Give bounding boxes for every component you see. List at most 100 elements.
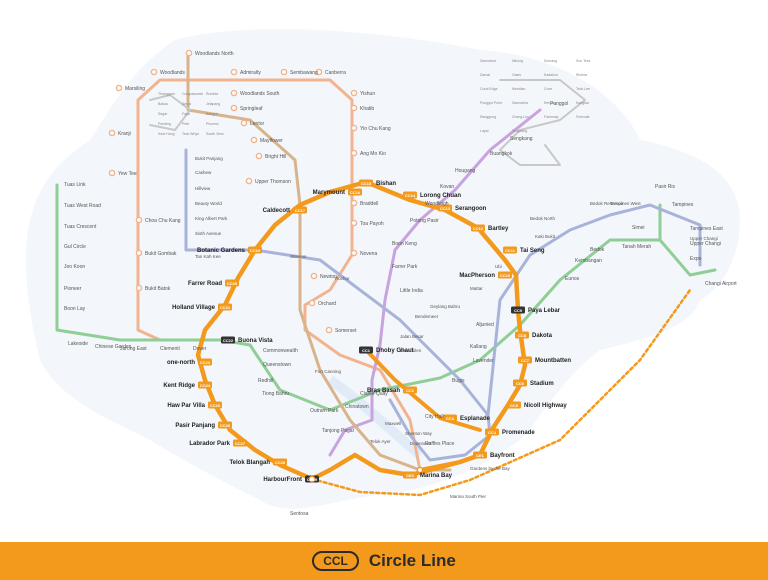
interchange-label-0: City Hall (425, 414, 444, 420)
ns-station-23 (240, 119, 248, 127)
ne-label-4: Kovan (440, 184, 454, 190)
dt-label-1: Cashew (195, 170, 212, 175)
station-code-text: CC1 (362, 348, 371, 353)
dt-label-6: Tan Kah Kee (195, 254, 221, 259)
station-label-cc29: HarbourFront (263, 477, 302, 483)
lrt-label-23: Compassvale (182, 92, 203, 96)
ew-label-9: Jurong East (120, 346, 147, 352)
lrt-label-29: Fajar (182, 112, 191, 116)
station-cc10-code (498, 271, 512, 279)
ns-station-14 (325, 326, 333, 334)
dt-label-16: Tampines West (610, 201, 641, 206)
dt-label-22: Upper Changi (690, 236, 718, 241)
lrt-label-20: Layar (480, 129, 490, 133)
ew-label-26: Redhill (258, 378, 273, 384)
ns-label-2: Admiralty (240, 70, 261, 76)
te-label-3: Gardens by the Bay (470, 466, 511, 471)
ne-label-8: Farrer Park (392, 264, 418, 270)
circle-line-bayfront (418, 460, 462, 472)
ew-label-6: Boon Lay (64, 306, 86, 312)
ns-label-25: Bright Hill (265, 154, 286, 160)
station-cc16-code (348, 188, 362, 196)
dt-label-8: Rochor (335, 276, 350, 281)
ns-label-15: Marsiling (125, 86, 145, 92)
station-code-text: CC8 (518, 333, 527, 338)
lrt-label-3: Soo Teck (576, 59, 591, 63)
ew-label-29: Tampines East (690, 226, 723, 232)
ew-label-5: Pioneer (64, 286, 82, 292)
ew-label-21: Lavender (473, 358, 494, 364)
station-label-cc23: one-north (167, 360, 195, 366)
station-cc13-code (438, 204, 452, 212)
lrt-label-24: Rumbia (206, 92, 218, 96)
ns-station-2 (230, 68, 238, 76)
ns-label-26: Upper Thomson (255, 179, 291, 185)
station-cc19-code (248, 246, 262, 254)
station-cc8-code (515, 331, 529, 339)
lrt-label-28: Segar (158, 112, 168, 116)
station-label-cc25: Haw Par Villa (167, 403, 205, 409)
station-code-text: CC28 (275, 460, 286, 465)
station-label-cc12: Bartley (488, 226, 509, 232)
station-ce2-code (403, 471, 417, 479)
station-code-text: CC13 (440, 206, 451, 211)
lrt-label-0: Samudera (480, 59, 496, 63)
station-label-cc5: Nicoll Highway (524, 403, 567, 409)
ns-station-15 (115, 84, 123, 92)
station-cc27-code (233, 439, 247, 447)
ns-label-3: Sembawang (290, 70, 318, 76)
station-cc22-code (221, 336, 235, 344)
dt-label-11: Mattar (470, 286, 483, 291)
station-label-cc22: Buona Vista (238, 338, 273, 344)
station-label-cc8: Dakota (532, 333, 553, 339)
ns-station-17 (108, 169, 116, 177)
ns-label-24: Mayflower (260, 138, 283, 144)
station-label-cc21: Holland Village (172, 305, 216, 311)
lrt-label-8: Coral Edge (480, 87, 498, 91)
ns-label-4: Canberra (325, 70, 346, 76)
station-label-ce2: Marina Bay (420, 473, 453, 479)
ns-label-22: Springleaf (240, 106, 263, 112)
ns-label-8: Ang Mo Kio (360, 151, 386, 157)
ew-label-0: Tuas Link (64, 182, 86, 188)
dt-label-14: Bedok North (530, 216, 556, 221)
dt-label-17: Jalan Besar (400, 334, 424, 339)
ns-station-16 (108, 129, 116, 137)
ns-station-6 (350, 104, 358, 112)
ns-label-21: Woodlands South (240, 91, 280, 97)
dt-label-15: Bedok Reservoir (590, 201, 624, 206)
ns-label-23: Lentor (250, 121, 265, 127)
river-water (327, 375, 424, 459)
dt-label-4: King Albert Park (195, 216, 228, 221)
ns-station-0 (185, 49, 193, 57)
ns-label-16: Kranji (118, 131, 131, 137)
station-label-cc27: Labrador Park (189, 441, 230, 447)
lrt-label-15: Kangkar (576, 101, 590, 105)
station-label-cc11: Tai Seng (520, 248, 545, 254)
ns-label-20: Bukit Batok (145, 286, 171, 292)
station-cc28-code (273, 458, 287, 466)
station-cc12-code (471, 224, 485, 232)
ew-label-11: Dover (193, 346, 207, 352)
station-code-text: CC27 (235, 441, 246, 446)
station-code-text: CC6 (516, 381, 525, 386)
ew-label-3: Gul Circle (64, 244, 86, 250)
dt-label-5: Sixth Avenue (195, 231, 222, 236)
station-label-cc1: Dhoby Ghaut (376, 348, 414, 354)
station-cc15-code (359, 179, 373, 187)
circle-line-extension (310, 288, 692, 497)
station-code-text: CC7 (521, 358, 530, 363)
ns-station-13 (308, 299, 316, 307)
station-label-cc24: Kent Ridge (163, 383, 195, 389)
ew-label-32: Changi Airport (705, 281, 737, 287)
station-label-cc2: Bras Basah (367, 388, 400, 394)
station-cc11-code (503, 246, 517, 254)
station-cc1-code (359, 346, 373, 354)
station-cc24-code (198, 381, 212, 389)
ns-station-18 (135, 216, 143, 224)
dt-label-7: Stevens (290, 254, 307, 259)
lrt-label-25: Bakau (158, 102, 168, 106)
station-label-cc20: Farrer Road (188, 281, 222, 287)
station-code-text: CC12 (473, 226, 484, 231)
circle-line-branch (364, 348, 482, 432)
